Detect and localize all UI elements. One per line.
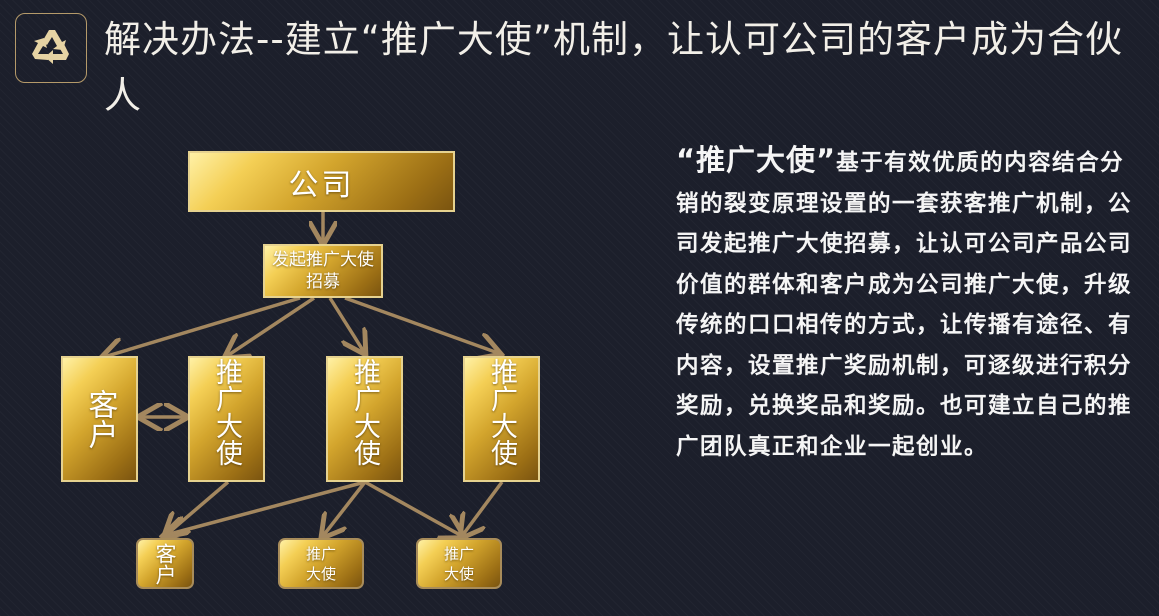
description-text: “推广大使”基于有效优质的内容结合分销的裂变原理设置的一套获客推广机制，公司发起…: [676, 140, 1141, 467]
node-ambassador-2: 推广大使: [326, 356, 403, 482]
node-sub-customer: 客户: [136, 538, 194, 589]
node-company: 公司: [188, 151, 455, 212]
node-ambassador-1: 推广大使: [188, 356, 265, 482]
recycle-icon-frame: [15, 13, 87, 83]
arrow-ambassador2-sub-ambassador-2: [364, 480, 462, 536]
arrow-recruit-customer: [104, 296, 301, 357]
node-ambassador-3-label: 推广大使: [486, 358, 517, 466]
node-ambassador-1-label: 推广大使: [211, 358, 242, 466]
node-customer: 客户: [61, 356, 138, 482]
description-emphasis: “推广大使”: [676, 143, 837, 177]
node-sub-ambassador-1: 推广大使: [278, 538, 364, 589]
arrow-recruit-ambassador-3: [344, 296, 498, 353]
arrow-ambassador2-customer: [166, 480, 366, 535]
node-sub-customer-label: 客户: [153, 542, 177, 585]
node-customer-label: 客户: [82, 389, 118, 449]
description-body: 基于有效优质的内容结合分销的裂变原理设置的一套获客推广机制，公司发起推广大使招募…: [676, 150, 1133, 460]
arrow-recruit-ambassador-1: [227, 296, 315, 356]
arrow-ambassador2-sub-ambassador-1: [323, 480, 367, 536]
page-title: 解决办法--建立“推广大使”机制，让认可公司的客户成为合伙人: [104, 18, 1124, 117]
node-ambassador-3: 推广大使: [463, 356, 540, 482]
node-recruit-ambassadors: 发起推广大使招募: [263, 244, 383, 298]
arrow-ambassador3-sub-ambassador-2: [462, 480, 504, 536]
recycle-icon: [32, 30, 69, 64]
node-sub-ambassador-2: 推广大使: [416, 538, 502, 589]
arrow-recruit-ambassador-2: [328, 297, 364, 352]
node-ambassador-2-label: 推广大使: [349, 358, 380, 466]
